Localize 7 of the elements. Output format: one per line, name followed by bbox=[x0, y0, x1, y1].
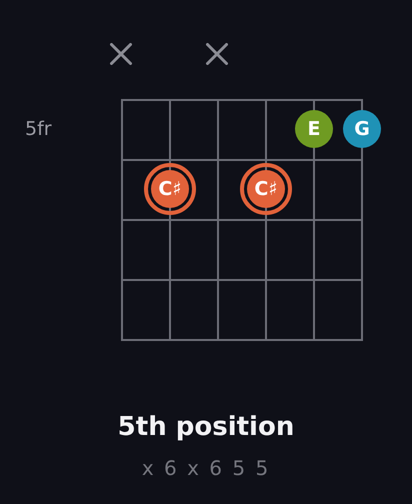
chord-title: 5th position bbox=[118, 412, 294, 444]
note-circle: G bbox=[343, 110, 381, 148]
note-circle: E bbox=[295, 110, 333, 148]
root-note-circle: C♯ bbox=[240, 163, 292, 215]
root-note-circle: C♯ bbox=[144, 163, 196, 215]
fret-number: 5fr bbox=[25, 118, 52, 141]
fingering-text: x 6 x 6 5 5 bbox=[142, 456, 270, 480]
